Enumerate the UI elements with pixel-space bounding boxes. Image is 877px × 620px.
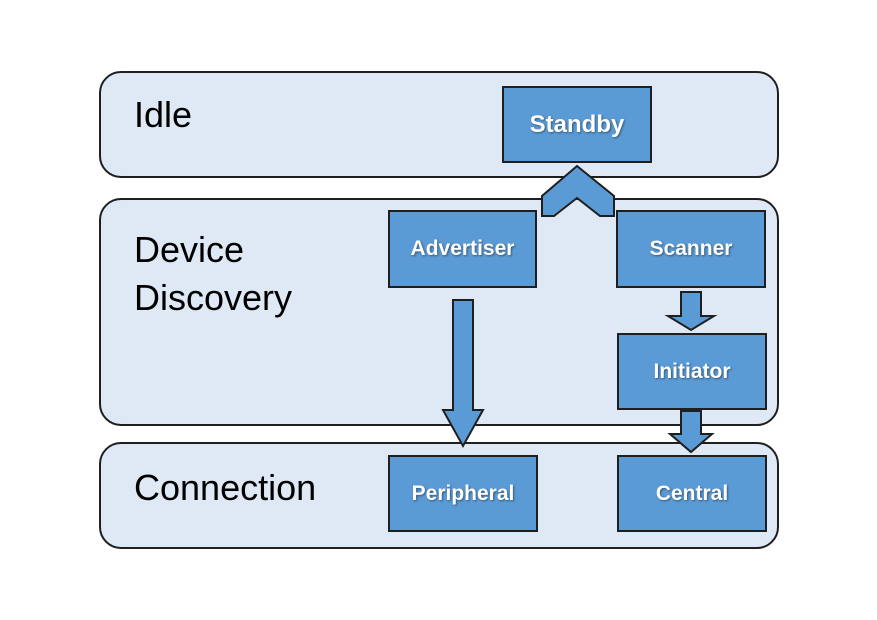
central-state-label: Central — [655, 481, 729, 505]
scanner-state: Scanner — [616, 210, 766, 288]
scanner-state-label: Scanner — [649, 237, 733, 260]
initiator-state-label: Initiator — [653, 359, 731, 383]
central-state: Central — [617, 455, 767, 532]
standby-split-arrow — [541, 164, 615, 217]
peripheral-state: Peripheral — [388, 455, 538, 532]
idle-band — [99, 71, 779, 178]
advertiser-to-peripheral-arrow — [441, 299, 485, 449]
scanner-to-initiator-arrow — [664, 291, 718, 332]
initiator-to-central-arrow — [667, 410, 715, 454]
device-discovery-label-line2: Discovery — [134, 277, 293, 318]
advertiser-state: Advertiser — [388, 210, 537, 288]
standby-state: Standby — [502, 86, 652, 163]
device-discovery-label-line1: Device — [134, 229, 245, 270]
connection-label: Connection — [134, 467, 317, 508]
peripheral-state-label: Peripheral — [411, 481, 515, 505]
advertiser-state-label: Advertiser — [410, 237, 515, 260]
standby-state-label: Standby — [529, 110, 625, 138]
initiator-state: Initiator — [617, 333, 767, 410]
idle-label: Idle — [134, 94, 193, 135]
